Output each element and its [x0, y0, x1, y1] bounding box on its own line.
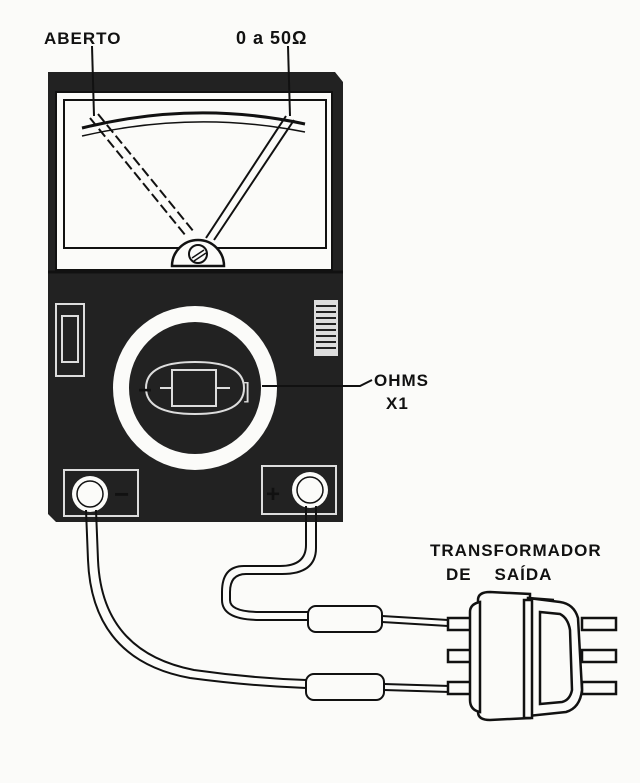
- ohms-label: OHMS: [374, 371, 429, 390]
- dial-indicator-bracket: ]: [244, 378, 250, 403]
- meter-top-bezel: [48, 72, 343, 92]
- negative-lead-wire: [85, 509, 307, 689]
- transformer-pin-left-top: [446, 616, 474, 632]
- open-label-pointer: [91, 45, 95, 117]
- zero-ohm-adjust-knob[interactable]: [314, 300, 338, 356]
- meter-left-edge: [48, 88, 56, 278]
- scale-arc-outer: [81, 111, 306, 130]
- transformer-body: [476, 590, 532, 722]
- positive-terminal[interactable]: [261, 465, 337, 515]
- open-label: ABERTO: [44, 29, 121, 48]
- range-label-pointer: [287, 45, 291, 117]
- range-label: 0 a 50Ω: [236, 28, 307, 48]
- dial-minus-mark: −: [138, 377, 153, 404]
- negative-terminal-label: −: [114, 479, 130, 509]
- needle-open-position: [89, 113, 195, 237]
- negative-terminal[interactable]: [63, 469, 139, 517]
- multimeter: − ] − +: [48, 72, 343, 522]
- positive-probe[interactable]: [307, 605, 449, 633]
- transformer-pin-right-middle: [580, 648, 618, 664]
- negative-probe[interactable]: [305, 673, 451, 701]
- transformer-pin-right-bottom: [580, 680, 618, 696]
- needle-zero-position: [205, 115, 295, 241]
- transformer-pin-right-top: [580, 616, 618, 632]
- transformer-label-line2: DE SAÍDA: [446, 565, 552, 584]
- output-transformer: [446, 590, 618, 722]
- multiplier-label: X1: [386, 394, 409, 413]
- transformer-label-line1: TRANSFORMADOR: [430, 541, 602, 560]
- range-selector-dial[interactable]: − ]: [113, 306, 277, 470]
- positive-lead-wire: [221, 506, 310, 621]
- transformer-pin-left-middle: [446, 648, 474, 664]
- meter-right-edge: [332, 88, 343, 278]
- transformer-pin-left-bottom: [446, 680, 474, 696]
- positive-terminal-label: +: [266, 481, 281, 508]
- ohms-label-pointer: [262, 379, 373, 387]
- left-side-switch[interactable]: [55, 303, 85, 377]
- test-leads: [85, 506, 317, 689]
